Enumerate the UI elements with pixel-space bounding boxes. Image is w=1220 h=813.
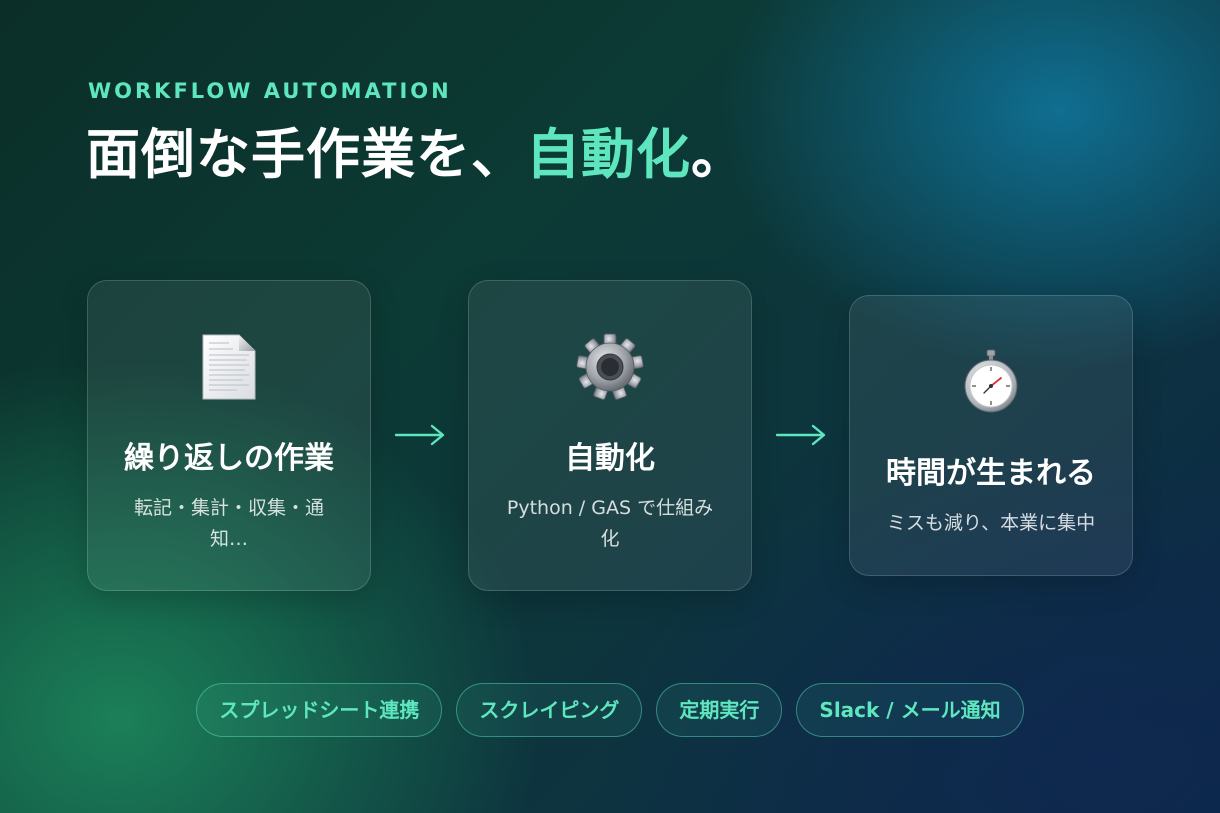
page-title: 面倒な手作業を、自動化。 bbox=[86, 120, 746, 190]
headline-accent: 自動化 bbox=[526, 123, 691, 186]
step-card-time-saved: 時間が生まれる ミスも減り、本業に集中 bbox=[849, 295, 1133, 576]
tag-scraping: スクレイピング bbox=[456, 683, 643, 737]
step-title: 時間が生まれる bbox=[886, 456, 1096, 491]
step-card-manual-work: 繰り返しの作業 転記・集計・収集・通知… bbox=[87, 280, 371, 591]
gear-icon bbox=[576, 333, 644, 400]
document-icon bbox=[202, 334, 256, 400]
step-title: 繰り返しの作業 bbox=[124, 441, 334, 476]
arrow-right-icon bbox=[394, 424, 445, 446]
stopwatch-icon bbox=[964, 349, 1018, 413]
step-description: Python / GAS で仕組み化 bbox=[506, 497, 714, 550]
eyebrow-label: WORKFLOW AUTOMATION bbox=[88, 79, 452, 103]
tag-spreadsheet: スプレッドシート連携 bbox=[196, 683, 443, 737]
tag-notification: Slack / メール通知 bbox=[796, 683, 1024, 737]
step-description: 転記・集計・収集・通知… bbox=[133, 497, 324, 550]
headline-main: 面倒な手作業を、 bbox=[86, 123, 526, 186]
headline-end: 。 bbox=[691, 123, 746, 186]
step-card-automation: 自動化 Python / GAS で仕組み化 bbox=[468, 280, 752, 591]
step-description: ミスも減り、本業に集中 bbox=[886, 512, 1096, 534]
step-title: 自動化 bbox=[565, 441, 655, 476]
feature-tags: スプレッドシート連携 スクレイピング 定期実行 Slack / メール通知 bbox=[0, 683, 1220, 737]
tag-scheduled-run: 定期実行 bbox=[656, 683, 783, 737]
arrow-right-icon bbox=[775, 424, 826, 446]
